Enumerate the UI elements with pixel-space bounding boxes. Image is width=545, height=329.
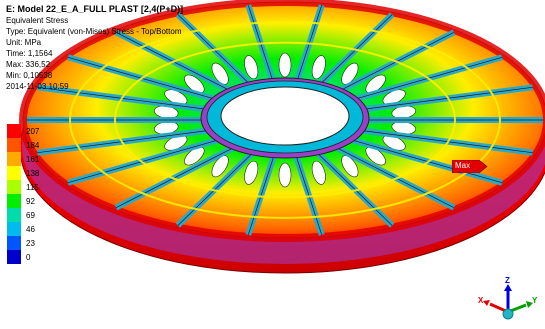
legend-swatch <box>7 138 21 152</box>
max-probe-marker[interactable]: Max <box>452 160 488 173</box>
legend-tick-label: 92 <box>26 197 35 206</box>
rib-edge <box>356 129 533 154</box>
rib-edge <box>333 146 455 208</box>
legend-swatch <box>7 236 21 250</box>
hub-opening <box>220 86 350 146</box>
lightening-window <box>365 146 386 166</box>
legend-color-bar <box>7 124 21 264</box>
lightening-window <box>184 74 205 94</box>
rib-edge <box>115 32 237 94</box>
max-flag-icon <box>452 160 488 173</box>
legend-swatch <box>7 180 21 194</box>
legend-tick-label: 115 <box>26 183 39 192</box>
x-axis-head <box>483 300 490 306</box>
coordinate-triad[interactable]: Z X Y <box>476 276 540 324</box>
legend-tick-label: 161 <box>26 155 40 164</box>
legend-tick-label: 23 <box>26 239 35 248</box>
circumferential-stiffener <box>69 21 501 219</box>
result-name: Equivalent Stress <box>6 16 69 25</box>
time-label: Time: 1,1564 <box>6 49 53 58</box>
unit-label: Unit: MPa <box>6 38 42 47</box>
legend-tick-label: 0 <box>26 253 31 262</box>
lightening-window <box>211 155 229 178</box>
rib-edge <box>67 138 223 184</box>
legend-swatch <box>7 222 21 236</box>
date-label: 2014-11-03 10:59 <box>6 82 69 91</box>
rib-edge <box>247 154 275 235</box>
legend-swatch <box>7 250 21 264</box>
wheel-structure <box>19 0 545 274</box>
lightening-window <box>365 74 386 94</box>
lightening-window <box>278 52 292 78</box>
lightening-window <box>244 55 259 80</box>
legend-tick-label: 46 <box>26 225 35 234</box>
rib-edge <box>356 86 533 111</box>
rib-edge <box>247 5 275 86</box>
max-value-label: Max: 336,52 <box>6 60 51 69</box>
x-axis-label: X <box>478 296 484 305</box>
lightening-window <box>311 160 326 185</box>
lightening-window <box>278 162 292 188</box>
lightening-window <box>341 62 359 85</box>
z-axis-head <box>504 284 512 291</box>
circumferential-stiffener <box>114 41 456 199</box>
y-axis-label: Y <box>532 296 538 305</box>
lightening-window <box>341 155 359 178</box>
rib-edge <box>37 129 214 154</box>
rib-edge <box>347 138 503 184</box>
lightening-window <box>211 62 229 85</box>
rib-edge <box>315 14 393 89</box>
rib-edge <box>115 146 237 208</box>
legend-tick-label: 69 <box>26 211 35 220</box>
legend-tick-label: 184 <box>26 141 40 150</box>
min-value-label: Min: 0,10538 <box>6 71 53 80</box>
legend-swatch <box>7 194 21 208</box>
axis-triad-icon <box>483 284 533 320</box>
rib-edge <box>67 56 223 102</box>
rib-edge <box>177 14 255 89</box>
legend-swatch <box>7 124 21 138</box>
rib-edge <box>333 32 455 94</box>
rib-edge <box>177 151 255 226</box>
rib-edge <box>347 56 503 102</box>
max-flag-label: Max <box>455 161 471 170</box>
y-axis-head <box>526 301 533 308</box>
rib-edge <box>37 86 214 111</box>
lightening-window <box>311 55 326 80</box>
result-type: Type: Equivalent (von-Mises) Stress - To… <box>6 27 182 36</box>
legend-tick-label: 138 <box>26 169 40 178</box>
legend-swatch <box>7 208 21 222</box>
legend-swatch <box>7 166 21 180</box>
rib-edge <box>295 154 323 235</box>
rib-edge <box>315 151 393 226</box>
legend-swatch <box>7 152 21 166</box>
info-panel: E: Model 22_E_A_FULL PLAST [2,4(P+D)] Eq… <box>6 3 183 92</box>
lightening-window <box>244 160 259 185</box>
outer-ring <box>19 0 545 242</box>
legend-tick-label: 207 <box>26 127 40 136</box>
rib-edge <box>295 5 323 86</box>
model-title: E: Model 22_E_A_FULL PLAST [2,4(P+D)] <box>6 4 184 14</box>
z-axis-label: Z <box>505 276 510 285</box>
triad-origin <box>502 308 514 320</box>
lightening-window <box>184 146 205 166</box>
